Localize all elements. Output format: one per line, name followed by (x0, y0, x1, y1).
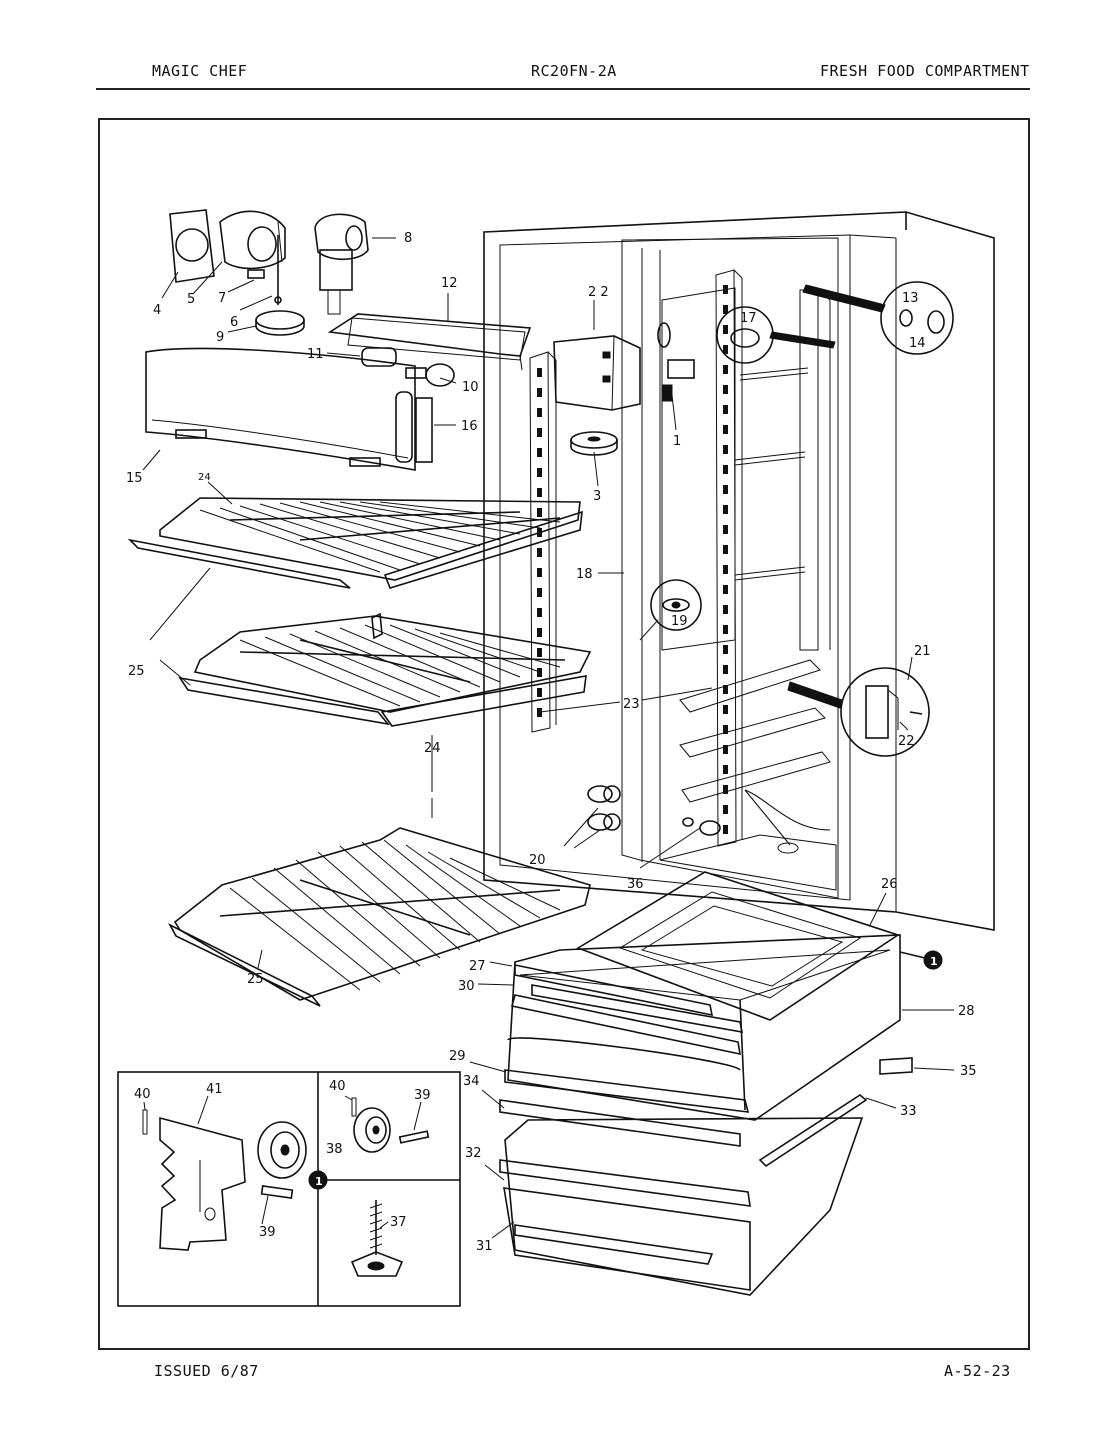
callout-ref-1-right: 1 (930, 955, 938, 968)
callout-22: 22 (898, 734, 915, 749)
shield-bracket (395, 391, 433, 463)
callout-14: 14 (909, 336, 926, 351)
shelf-bottom (168, 827, 591, 1007)
callout-39-right: 39 (414, 1088, 431, 1103)
shelf-ladder-right (715, 269, 743, 847)
light-shield (145, 347, 416, 471)
issued-date: ISSUED 6/87 (154, 1362, 259, 1380)
callout-4: 4 (153, 303, 161, 318)
detail-bubble-21-22 (787, 667, 930, 757)
callout-22-box: 2 2 (588, 285, 609, 300)
callout-17: 17 (740, 311, 757, 326)
switch (657, 322, 695, 402)
callout-24-middle: 24 (424, 741, 441, 756)
drawer-trim (514, 964, 744, 1033)
callouts: 4 5 7 6 9 8 12 11 10 16 15 24 2 (126, 231, 977, 1254)
mounting-screw: 1 (899, 950, 943, 970)
detail-bubble-19 (639, 579, 702, 641)
callout-15: 15 (126, 471, 143, 486)
callout-33: 33 (900, 1104, 917, 1119)
callout-9: 9 (216, 330, 224, 345)
drawer-rail (758, 1057, 913, 1168)
callout-28: 28 (958, 1004, 975, 1019)
callout-23: 23 (623, 697, 640, 712)
callout-37: 37 (390, 1215, 407, 1230)
light-bracket (327, 313, 532, 371)
callout-21: 21 (914, 644, 931, 659)
inset-hardware: 40 41 38 39 40 39 37 1 (134, 1079, 431, 1277)
callout-12: 12 (441, 276, 458, 291)
detail-bubble-13-14 (802, 281, 954, 355)
callout-41: 41 (206, 1082, 223, 1097)
callout-31: 31 (476, 1239, 493, 1254)
callout-5: 5 (187, 292, 195, 307)
callout-34: 34 (463, 1074, 480, 1089)
cabinet (483, 211, 995, 931)
roller-bracket (159, 1116, 307, 1251)
fan-assembly (169, 209, 369, 336)
callout-24-top: 24 (198, 472, 211, 483)
detail-bubble-17 (716, 306, 836, 364)
callout-19: 19 (671, 614, 688, 629)
callout-25-top: 25 (128, 664, 145, 679)
callout-ref-1-inset: 1 (315, 1175, 323, 1188)
callout-18: 18 (576, 567, 593, 582)
crisper-drawer-upper (504, 934, 901, 1121)
shelf-middle (178, 612, 592, 727)
callout-3: 3 (593, 489, 601, 504)
control-knob (570, 431, 618, 456)
thermostat-housing (553, 335, 641, 411)
callout-40-left: 40 (134, 1087, 151, 1102)
page-code: A-52-23 (944, 1362, 1011, 1380)
callout-36: 36 (627, 877, 644, 892)
callout-39-left: 39 (259, 1225, 276, 1240)
callout-1: 1 (673, 434, 681, 449)
callout-35: 35 (960, 1064, 977, 1079)
callout-27: 27 (469, 959, 486, 974)
callout-32: 32 (465, 1146, 482, 1161)
shelf-top (127, 497, 583, 589)
callout-20: 20 (529, 853, 546, 868)
callout-29: 29 (449, 1049, 466, 1064)
brand-label: MAGIC CHEF (152, 62, 248, 80)
leveling-glides (587, 785, 721, 836)
light-bulb (405, 363, 455, 387)
header-rule (96, 88, 1030, 90)
crisper-drawer-lower (499, 1099, 864, 1296)
callout-8: 8 (404, 231, 412, 246)
model-label: RC20FN-2A (531, 62, 617, 80)
callout-10: 10 (462, 380, 479, 395)
section-title: FRESH FOOD COMPARTMENT (820, 62, 1030, 80)
shelf-ladder-left (529, 351, 557, 733)
callout-11: 11 (307, 347, 324, 362)
callout-40-right: 40 (329, 1079, 346, 1094)
callout-38: 38 (326, 1142, 343, 1157)
callout-26: 26 (881, 877, 898, 892)
diagram-frame (98, 118, 1030, 1350)
callout-13: 13 (902, 291, 919, 306)
callout-16: 16 (461, 419, 478, 434)
callout-25-bottom: 25 (247, 972, 264, 987)
callout-30: 30 (458, 979, 475, 994)
callout-7: 7 (218, 291, 226, 306)
callout-6: 6 (230, 315, 238, 330)
light-socket (361, 347, 397, 367)
